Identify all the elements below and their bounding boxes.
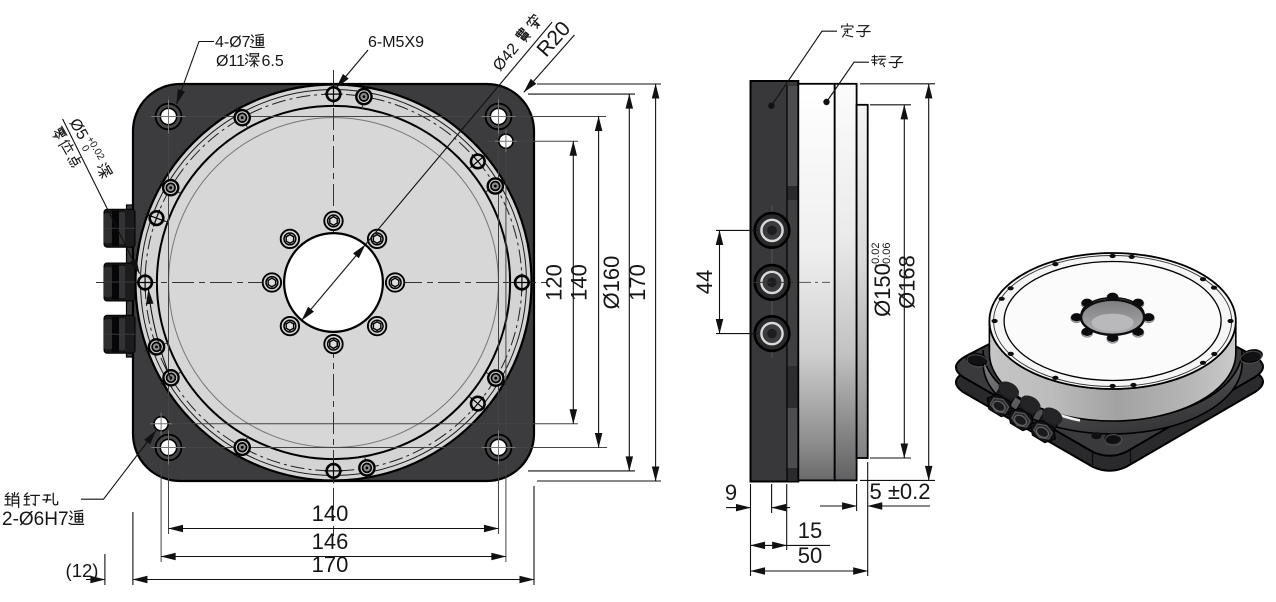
- svg-text:R20: R20: [533, 17, 576, 61]
- svg-text:Ø168: Ø168: [895, 255, 920, 309]
- svg-text:170: 170: [625, 264, 650, 301]
- svg-text:Ø42: Ø42: [490, 40, 523, 74]
- svg-text:140: 140: [312, 501, 349, 526]
- svg-text:6-M5X9: 6-M5X9: [368, 34, 424, 51]
- svg-text:6.5: 6.5: [262, 53, 284, 70]
- svg-text:Ø160: Ø160: [599, 256, 624, 310]
- svg-text:15: 15: [798, 518, 822, 543]
- svg-text:120: 120: [541, 264, 566, 301]
- svg-text:170: 170: [312, 552, 349, 577]
- svg-text:Ø150: Ø150: [870, 263, 895, 317]
- svg-text:50: 50: [798, 543, 822, 568]
- svg-text:Ø11: Ø11: [216, 53, 245, 70]
- svg-text:9: 9: [725, 480, 737, 505]
- svg-text:0: 0: [79, 143, 92, 154]
- svg-text:-0.06: -0.06: [881, 242, 893, 267]
- svg-text:4-Ø7: 4-Ø7: [215, 34, 251, 51]
- svg-text:5 ±0.2: 5 ±0.2: [869, 479, 930, 504]
- svg-text:2-Ø6H7: 2-Ø6H7: [2, 509, 69, 530]
- svg-text:44: 44: [692, 270, 717, 294]
- svg-text:(12): (12): [66, 560, 99, 581]
- svg-text:140: 140: [567, 264, 592, 301]
- svg-text:146: 146: [312, 529, 349, 554]
- svg-text:-0.02: -0.02: [870, 242, 882, 267]
